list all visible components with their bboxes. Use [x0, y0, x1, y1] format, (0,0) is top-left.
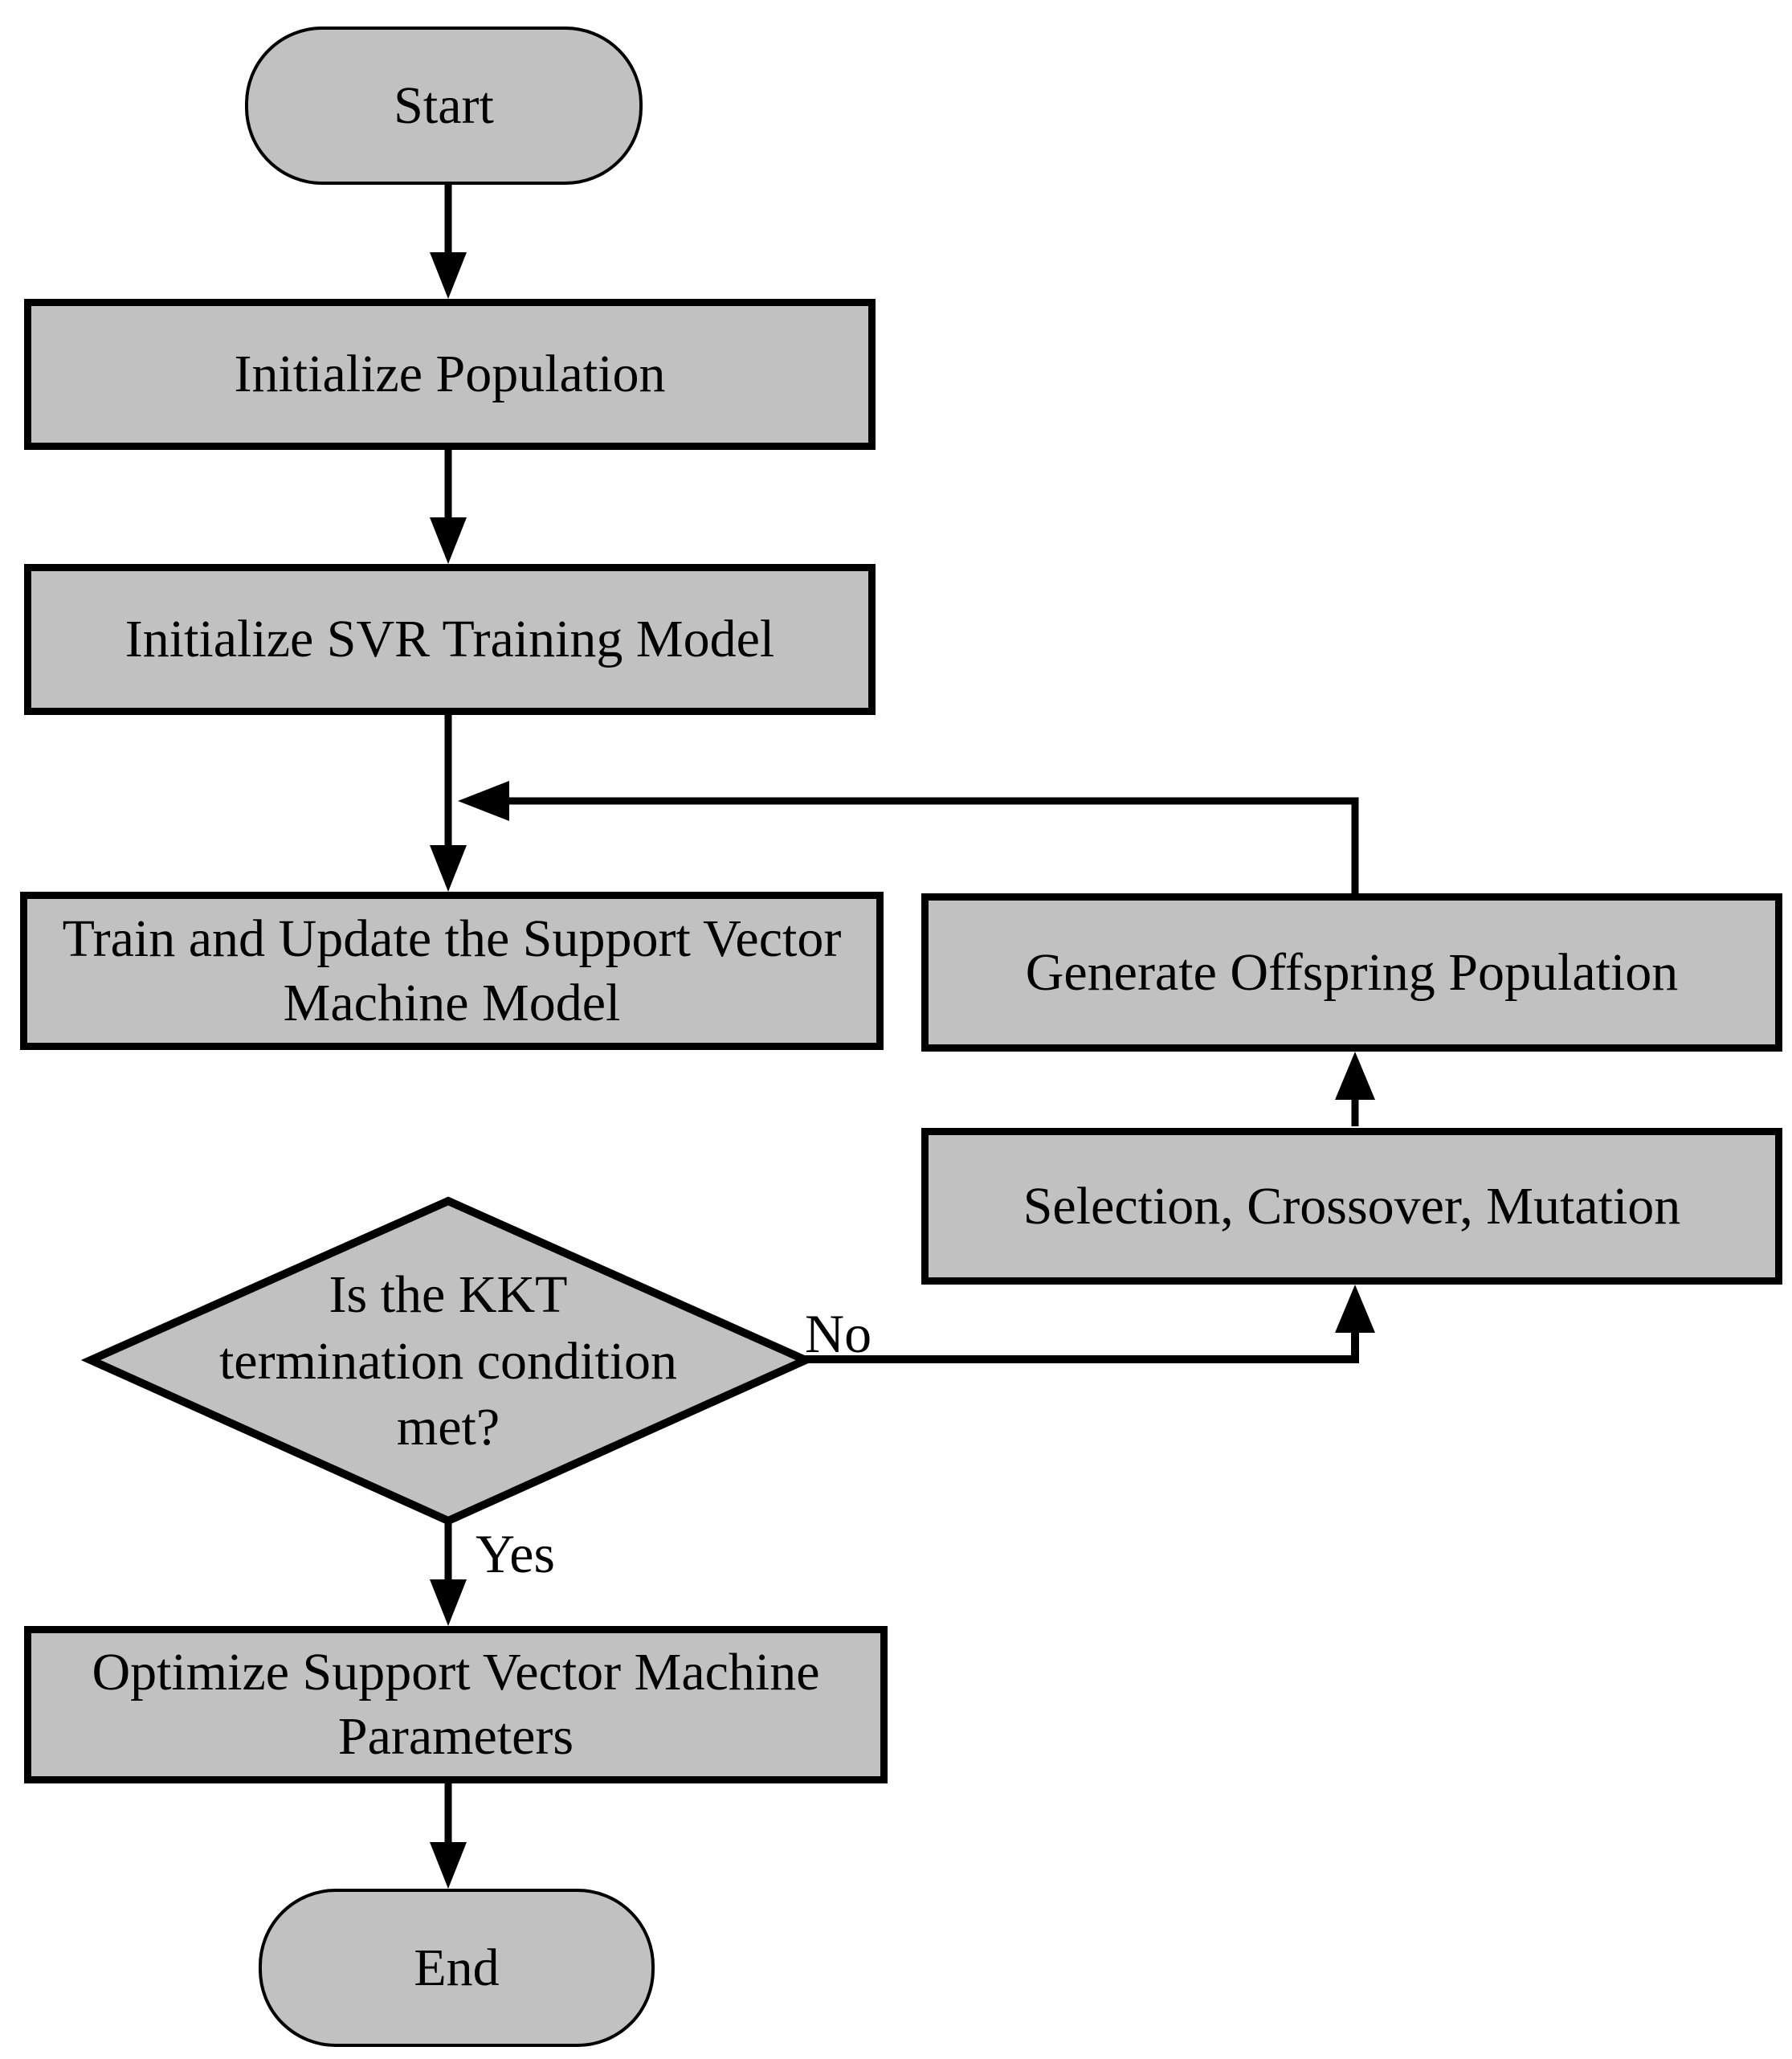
node-initialize-svr-label: Initialize SVR Training Model	[125, 610, 775, 669]
edge-initialize-svr-to-train	[430, 713, 467, 892]
node-optimize-svm-line1: Optimize Support Vector Machine	[92, 1643, 820, 1702]
edge-selection-to-generate	[1335, 1052, 1375, 1126]
edge-decision-no-to-selection	[800, 1285, 1375, 1363]
node-initialize-population-label: Initialize Population	[234, 345, 666, 404]
edge-optimize-to-end	[430, 1782, 467, 1889]
node-train-update-svm-line1: Train and Update the Support Vector	[62, 909, 842, 968]
kkt-decision-diamond	[80, 1196, 816, 1526]
node-optimize-svm-parameters: Optimize Support Vector Machine Paramete…	[24, 1626, 888, 1783]
node-initialize-svr-training-model: Initialize SVR Training Model	[24, 564, 876, 715]
node-train-update-svm-line2: Machine Model	[283, 973, 621, 1032]
node-end: End	[259, 1889, 655, 2047]
edge-label-yes: Yes	[476, 1523, 555, 1584]
node-generate-offspring-population: Generate Offspring Population	[921, 893, 1782, 1052]
edge-initialize-population-to-initialize-svr	[430, 448, 467, 564]
edge-generate-to-train-loopback	[458, 781, 1359, 893]
node-selection-crossover-mutation: Selection, Crossover, Mutation	[921, 1128, 1782, 1285]
node-start-label: Start	[394, 76, 494, 135]
edge-decision-yes-to-optimize	[430, 1521, 467, 1626]
node-train-update-svm: Train and Update the Support Vector Mach…	[20, 892, 884, 1050]
node-end-label: End	[414, 1938, 500, 1997]
node-initialize-population: Initialize Population	[24, 299, 876, 450]
node-start: Start	[245, 27, 643, 185]
node-optimize-svm-line2: Parameters	[337, 1707, 574, 1766]
edge-label-no: No	[805, 1303, 872, 1364]
edge-start-to-initialize-population	[430, 183, 467, 299]
node-selection-crossover-mutation-label: Selection, Crossover, Mutation	[1023, 1176, 1681, 1236]
node-generate-offspring-label: Generate Offspring Population	[1025, 942, 1679, 1002]
